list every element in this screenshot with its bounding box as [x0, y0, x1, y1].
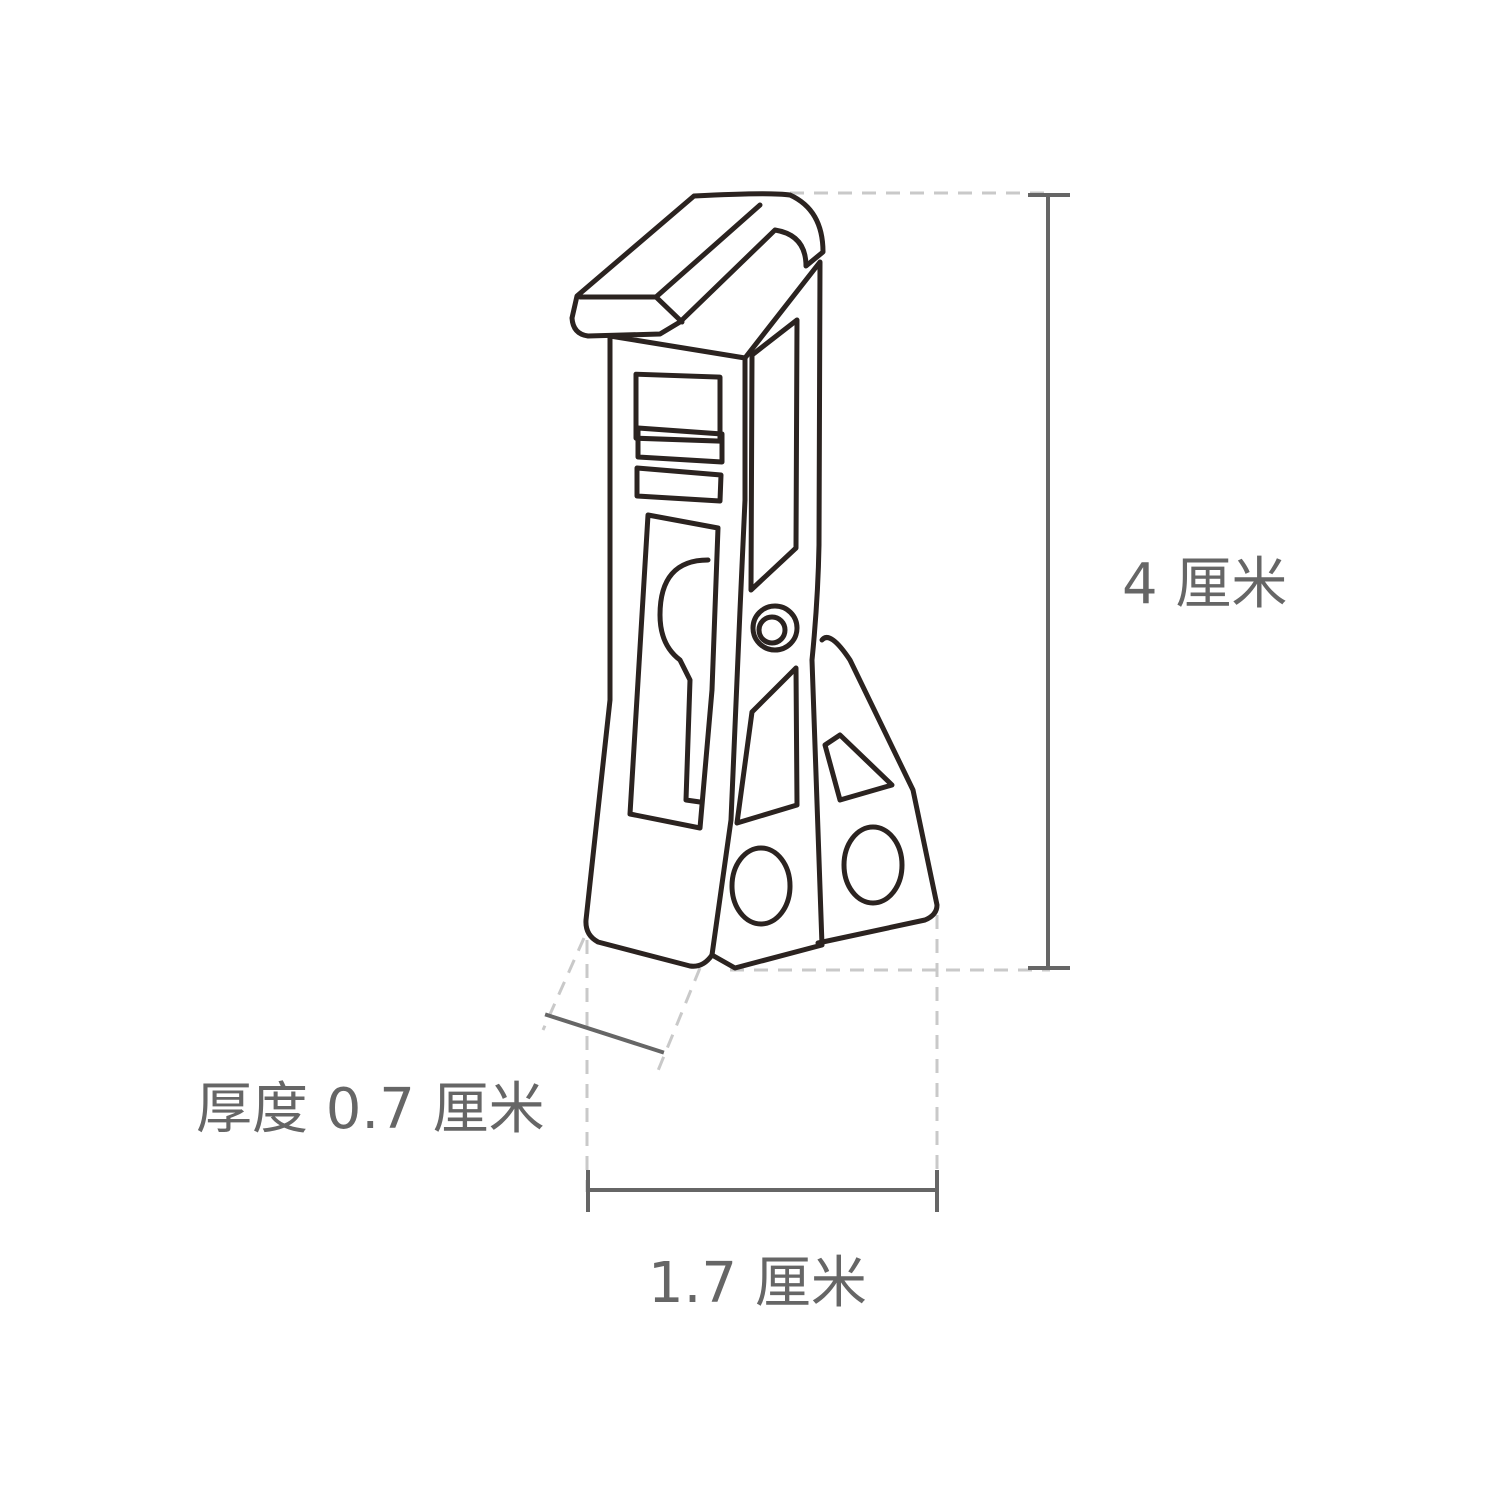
thickness-dimension-line	[544, 1012, 665, 1055]
guide-thickness-right	[653, 967, 702, 1079]
clip-top-grip	[569, 191, 826, 339]
clip-body-front	[583, 333, 748, 969]
front-slot-1	[635, 425, 725, 465]
side-pivot-hole	[750, 603, 800, 653]
front-window-top	[633, 371, 723, 444]
thickness-label: 厚度 0.7 厘米	[196, 1077, 545, 1142]
front-cutout-keyhole	[627, 512, 721, 831]
rear-bottom-hole	[841, 824, 905, 906]
dimension-lines	[544, 193, 1070, 1212]
rear-leg-window	[822, 732, 895, 803]
clip-drawing	[569, 191, 940, 971]
side-pivot-pin	[756, 614, 788, 646]
front-slot-2	[634, 465, 724, 504]
clip-top-grip-ridge	[577, 202, 763, 325]
side-window-top	[748, 317, 800, 593]
clip-body-side	[709, 259, 825, 971]
width-label: 1.7 厘米	[648, 1251, 867, 1316]
front-bottom-hole	[729, 845, 793, 927]
side-window-bottom	[734, 665, 800, 826]
height-label: 4 厘米	[1122, 552, 1288, 617]
clip-rear-leg	[815, 635, 940, 946]
